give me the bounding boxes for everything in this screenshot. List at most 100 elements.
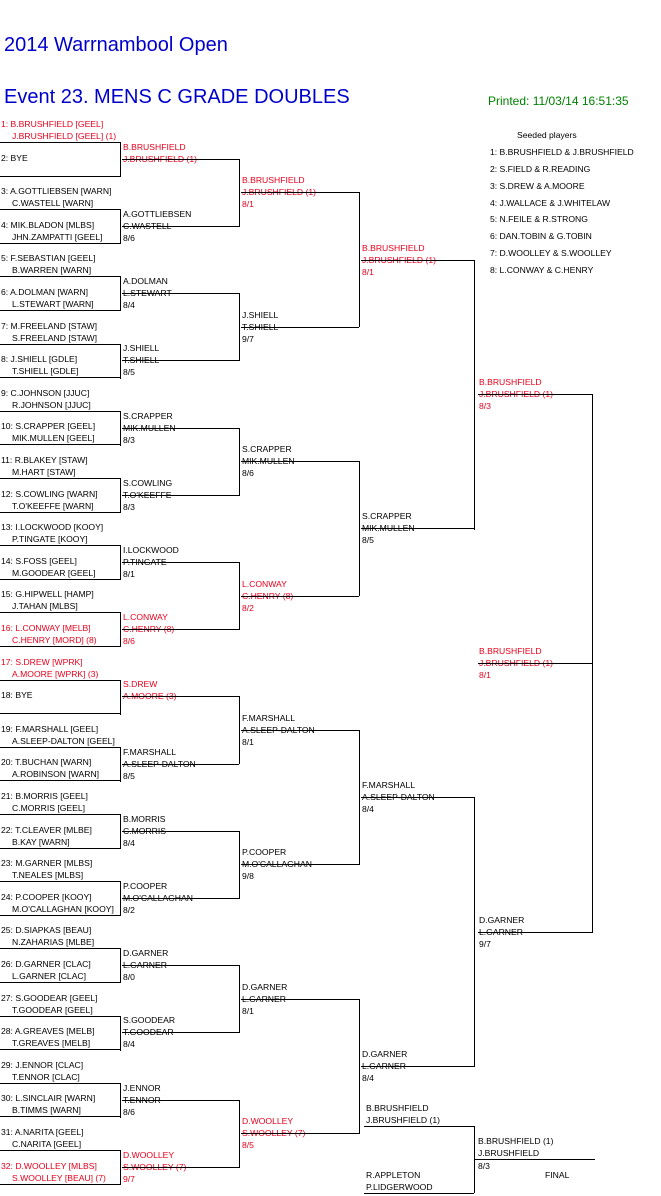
bracket-line: [122, 898, 239, 899]
round2-score: 8/6: [123, 233, 135, 243]
round2-player-a: L.CONWAY: [123, 612, 168, 623]
bracket-line: [359, 192, 360, 327]
bracket-line: [122, 226, 239, 227]
seed-item: 7: D.WOOLLEY & S.WOOLLEY: [490, 248, 612, 258]
bracket-line: [0, 848, 120, 849]
bracket-line: [359, 461, 360, 596]
seed-item: 5: N.FEILE & R.STRONG: [490, 214, 588, 224]
bracket-line: [0, 1083, 120, 1084]
round4-score: 8/4: [362, 804, 374, 815]
bracket-line: [364, 1126, 474, 1127]
bracket-line: [239, 696, 240, 764]
draw-entry-player-b: A.ROBINSON [WARN]: [12, 769, 100, 780]
draw-entry-player-a: 30: L.SINCLAIR [WARN]: [1, 1093, 96, 1104]
draw-entry-player-a: 1: B.BRUSHFIELD [GEEL]: [1, 119, 104, 129]
draw-entry-player-a: 32: D.WOOLLEY [MLBS]: [1, 1160, 97, 1171]
bracket-line: [0, 478, 120, 479]
bracket-line: [122, 965, 239, 966]
round2-score: 8/5: [123, 367, 135, 378]
round3-score: 8/6: [242, 468, 254, 479]
draw-entry-player-a: 9: C.JOHNSON [JJUC]: [1, 387, 90, 398]
draw-entry-player-b: T.ENNOR [CLAC]: [12, 1071, 80, 1082]
round2-player-a: S.DREW: [123, 679, 158, 690]
bracket-line: [241, 596, 359, 597]
bracket-line: [120, 1016, 121, 1051]
draw-entry-player-a: 10: S.CRAPPER [GEEL]: [1, 421, 96, 432]
bracket-line: [239, 965, 240, 1033]
final-winner-b: J.BRUSHFIELD: [478, 1148, 540, 1158]
bracket-line: [0, 881, 120, 882]
round2-player-a: J.SHIELL: [123, 343, 160, 354]
draw-entry-player-b: T.O'KEEFFE [WARN]: [12, 500, 94, 511]
round2-player-a: J.ENNOR: [123, 1082, 161, 1093]
bracket-line: [0, 1016, 120, 1017]
bracket-line: [0, 612, 120, 613]
draw-entry-player-a: 14: S.FOSS [GEEL]: [1, 555, 77, 566]
round3-score: 8/1: [242, 737, 254, 747]
round3-player-b: T.SHIELL: [242, 321, 279, 332]
round2-player-a: A.DOLMAN: [123, 276, 168, 287]
draw-entry-player-b: M.HART [STAW]: [12, 467, 76, 477]
bracket-line: [0, 915, 120, 916]
draw-entry-player-a: 17: S.DREW [WPRK]: [1, 656, 83, 667]
bracket-line: [120, 881, 121, 916]
bracket-line: [592, 394, 593, 933]
draw-entry-player-a: 22: T.CLEAVER [MLBE]: [1, 824, 92, 835]
round4-score: 8/4: [362, 1073, 374, 1083]
round3-score: 8/5: [242, 1140, 254, 1151]
round4-player-a: B.BRUSHFIELD: [362, 242, 425, 253]
bracket-line: [122, 159, 239, 160]
draw-entry-player-a: 13: I.LOCKWOOD [KOOY]: [1, 522, 104, 533]
bracket-line: [0, 646, 120, 647]
round2-score: 8/0: [123, 972, 135, 983]
draw-entry-player-b: L.GARNER [CLAC]: [12, 971, 87, 981]
bracket-line: [122, 360, 239, 361]
round2-player-b: J.BRUSHFIELD (1): [123, 153, 198, 164]
bracket-line: [0, 680, 120, 681]
bracket-line: [0, 310, 120, 311]
round5-player-b: L.GARNER: [479, 927, 523, 938]
seed-item: 3: S.DREW & A.MOORE: [490, 181, 585, 191]
bracket-line: [359, 730, 360, 865]
bracket-line: [0, 948, 120, 949]
bracket-line: [474, 1159, 595, 1160]
round4-player-b: J.BRUSHFIELD (1): [362, 255, 436, 266]
bracket-line: [0, 209, 120, 210]
bracket-line: [122, 1167, 239, 1168]
draw-entry-player-a: 24: P.COOPER [KOOY]: [1, 891, 92, 902]
bracket-line: [122, 629, 239, 630]
bracket-line: [0, 243, 120, 244]
round3-player-a: F.MARSHALL: [242, 713, 296, 723]
round5-score: 8/3: [479, 401, 491, 411]
bracket-line: [120, 1150, 121, 1185]
draw-entry-player-b: N.ZAHARIAS [MLBE]: [12, 937, 95, 948]
round2-score: 9/7: [123, 1173, 135, 1184]
draw-entry-player-a: 16: L.CONWAY [MELB]: [1, 623, 91, 633]
bracket-line: [0, 780, 120, 781]
bracket-line: [241, 730, 359, 731]
event-title: Event 23. MENS C GRADE DOUBLES: [4, 86, 350, 108]
draw-entry-player-b: MIK.MULLEN [GEEL]: [12, 433, 95, 444]
bracket-line: [478, 394, 592, 395]
round2-score: 8/6: [123, 1106, 135, 1117]
bracket-line: [0, 747, 120, 748]
bracket-line: [0, 1184, 120, 1185]
draw-entry-player-b: JHN.ZAMPATTI [GEEL]: [12, 231, 103, 242]
round3-score: 8/2: [242, 602, 254, 613]
bracket-line: [120, 209, 121, 244]
round3-player-a: B.BRUSHFIELD: [242, 175, 305, 186]
draw-entry-player-b: T.GOODEAR [GEEL]: [12, 1004, 93, 1015]
draw-entry-player-a: 8: J.SHIELL [GDLE]: [1, 354, 78, 365]
round3-player-b: C.HENRY (8): [242, 591, 293, 602]
bracket-line: [361, 1066, 474, 1067]
draw-entry-player-b: J.BRUSHFIELD [GEEL] (1): [12, 131, 117, 141]
round2-player-b: S.WOOLLEY (7): [123, 1161, 187, 1172]
draw-entry-player-b: A.SLEEP-DALTON [GEEL]: [12, 735, 115, 746]
seed-item: 8: L.CONWAY & C.HENRY: [490, 265, 594, 275]
bracket-line: [241, 192, 359, 193]
bracket-line: [241, 1133, 359, 1134]
round2-player-a: B.MORRIS: [123, 813, 166, 824]
round2-player-a: S.GOODEAR: [123, 1015, 176, 1026]
bracket-line: [120, 612, 121, 647]
round2-player-b: C.MORRIS: [123, 825, 166, 836]
